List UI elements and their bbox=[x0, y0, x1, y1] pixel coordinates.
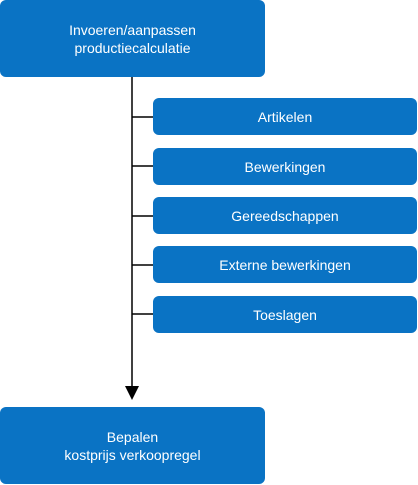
item-box-externe-bewerkingen: Externe bewerkingen bbox=[153, 246, 417, 283]
item-label: Toeslagen bbox=[253, 306, 317, 323]
arrow-head-icon bbox=[125, 386, 139, 400]
item-label: Externe bewerkingen bbox=[219, 256, 351, 273]
item-box-gereedschappen: Gereedschappen bbox=[153, 197, 417, 234]
item-box-toeslagen: Toeslagen bbox=[153, 296, 417, 333]
item-box-bewerkingen: Bewerkingen bbox=[153, 148, 417, 185]
item-box-artikelen: Artikelen bbox=[153, 98, 417, 135]
item-label: Bewerkingen bbox=[244, 158, 326, 175]
end-box: Bepalen kostprijs verkoopregel bbox=[0, 407, 265, 484]
end-box-line2: kostprijs verkoopregel bbox=[64, 446, 201, 463]
start-box-line1: Invoeren/aanpassen bbox=[69, 21, 196, 38]
start-box-line2: productiecalculatie bbox=[74, 39, 191, 56]
start-box: Invoeren/aanpassen productiecalculatie bbox=[0, 0, 265, 77]
item-label: Artikelen bbox=[257, 108, 313, 125]
end-box-line1: Bepalen bbox=[106, 428, 159, 445]
item-label: Gereedschappen bbox=[231, 207, 339, 224]
